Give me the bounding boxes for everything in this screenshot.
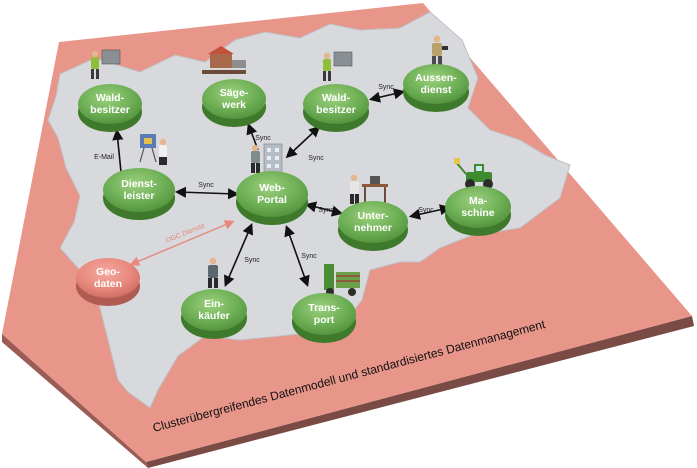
icons	[91, 35, 493, 296]
edges	[112, 88, 452, 288]
node-aussendienst[interactable]: Aussen- dienst	[403, 64, 469, 112]
node-label: Ein-	[204, 298, 224, 310]
label-sync-waldbesitzer: Sync	[308, 155, 324, 162]
desk-icon	[350, 174, 388, 204]
node-saegewerk[interactable]: Säge- werk	[202, 79, 266, 127]
harvester-icon	[454, 158, 493, 189]
edge-dienstleister-portal	[174, 186, 240, 200]
node-label: dienst	[421, 84, 452, 96]
node-label: Portal	[257, 194, 287, 206]
worker-icon	[208, 257, 218, 288]
node-label: port	[314, 314, 335, 326]
node-webportal[interactable]: Web- Portal	[236, 171, 308, 225]
edge-unternehmer-maschine	[408, 204, 452, 220]
node-label: besitzer	[316, 104, 356, 116]
node-label: Web-	[259, 182, 285, 194]
node-waldbesitzer-left[interactable]: Wald- besitzer	[78, 84, 142, 132]
node-label: nehmer	[354, 222, 392, 234]
edge-waldbesitzer-aussendienst	[368, 88, 406, 103]
node-unternehmer[interactable]: Unter- nehmer	[338, 201, 408, 251]
node-maschine[interactable]: Ma- schine	[445, 186, 511, 236]
node-label: daten	[94, 278, 122, 290]
farmer-icon	[91, 49, 121, 79]
sawmill-icon	[202, 46, 246, 74]
node-geodaten[interactable]: Geo- daten	[76, 258, 140, 306]
node-label: Unter-	[358, 210, 389, 222]
farmer-icon	[323, 51, 353, 81]
nodes: Wald- besitzer Säge- werk Wald- besitzer…	[76, 64, 511, 343]
office-building-icon	[251, 143, 283, 175]
edge-portal-waldbesitzer-right	[285, 125, 321, 159]
label-sync-einkaeufer: Sync	[244, 257, 260, 264]
label-sync-maschine: Sync	[418, 207, 434, 214]
label-email: E-Mail	[94, 154, 114, 161]
node-label: Geo-	[96, 266, 120, 278]
label-sync-aussendienst: Sync	[378, 84, 394, 91]
node-label: Aussen-	[415, 72, 457, 84]
worker-icon	[432, 35, 448, 66]
label-sync-dienstleister: Sync	[198, 182, 214, 189]
node-label: Dienst-	[121, 178, 157, 190]
node-transport[interactable]: Trans- port	[292, 293, 356, 343]
edge-portal-einkaeufer	[224, 223, 253, 287]
node-label: Trans-	[308, 302, 340, 314]
node-einkaeufer[interactable]: Ein- käufer	[181, 289, 247, 339]
node-dienstleister[interactable]: Dienst- leister	[103, 168, 175, 220]
node-label: besitzer	[90, 104, 130, 116]
node-label: Wald-	[322, 92, 351, 104]
desk-icon	[139, 134, 167, 165]
node-label: werk	[221, 99, 246, 111]
node-waldbesitzer-right[interactable]: Wald- besitzer	[303, 84, 369, 132]
node-label: Säge-	[220, 87, 249, 99]
node-label: Wald-	[96, 92, 125, 104]
node-label: käufer	[198, 310, 230, 322]
edge-dienstleister-waldbesitzer	[112, 128, 124, 173]
edge-portal-unternehmer	[304, 201, 344, 217]
node-label: schine	[461, 207, 494, 219]
label-sync-saegewerk: Sync	[255, 135, 271, 142]
node-label: leister	[124, 190, 155, 202]
truck-icon	[324, 264, 360, 296]
edge-portal-transport	[284, 224, 310, 288]
edge-geodaten-dienstleister	[129, 220, 235, 266]
label-sync-transport: Sync	[301, 253, 317, 260]
label-sync-unternehmer: Sync	[318, 207, 334, 214]
node-label: Ma-	[469, 195, 488, 207]
